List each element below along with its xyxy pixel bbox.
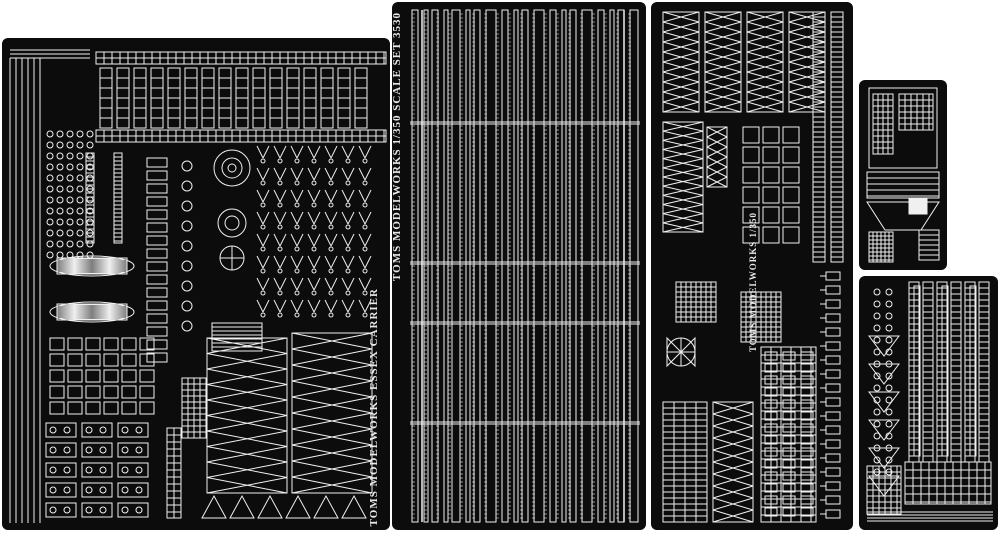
fret-mast-etch [662,11,844,523]
fret-lower-right-etch [866,281,993,522]
fret-railing-etch [410,9,640,523]
fret-main-etch [9,49,387,523]
fret-small-upper-etch [866,87,940,263]
fret-lower-right [859,276,998,530]
fret-mast-label: TOMS MODELWORKS 1/350 [748,212,758,353]
fret-railing-label: TOMS MODELWORKS 1/350 SCALE SET 3530 [392,12,403,281]
fret-mast: TOMS MODELWORKS 1/350 [651,2,853,530]
fret-main: TOMS MODELWORKS ESSEX CARRIER [2,38,390,530]
fret-main-label: TOMS MODELWORKS ESSEX CARRIER [368,288,380,527]
fret-small-upper [859,80,947,270]
fret-railing: TOMS MODELWORKS 1/350 SCALE SET 3530 [392,2,646,530]
